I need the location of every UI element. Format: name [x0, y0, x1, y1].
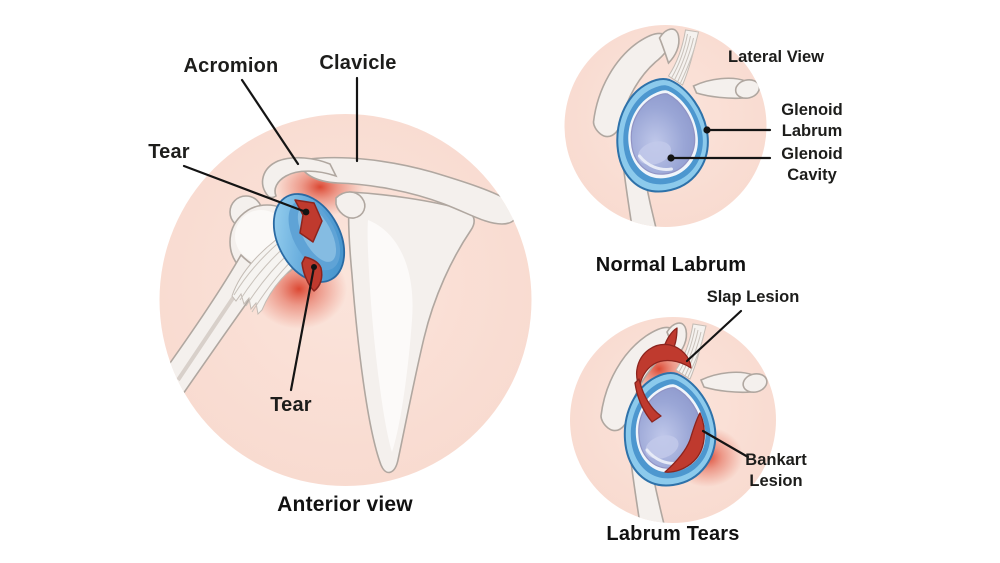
- acromion-leader-line: [240, 78, 300, 166]
- glenoid-labrum-label-line1: Glenoid: [781, 101, 843, 119]
- anterior-view-caption: Anterior view: [277, 493, 413, 516]
- labrum-tears-anatomy: [599, 321, 771, 523]
- clavicle-bone: [300, 156, 518, 225]
- bankart-lesion-leader-line: [701, 429, 750, 459]
- slap-lesion-label: Slap Lesion: [706, 288, 800, 306]
- tear-bottom-leader-line: [289, 265, 316, 392]
- anterior-anatomy: [159, 156, 518, 474]
- bankart-lesion-label-line2: Lesion: [749, 472, 803, 491]
- acromion-bone: [261, 156, 338, 199]
- leader-lines: [182, 76, 772, 459]
- tear-top-leader-line: [182, 164, 308, 214]
- bankart-lesion-label: Bankart Lesion: [745, 450, 806, 493]
- glenoid-cavity-label: Glenoid Cavity: [781, 144, 842, 187]
- lateral-view-title: Lateral View: [728, 48, 824, 66]
- scapula-highlight: [367, 220, 413, 452]
- clavicle-label: Clavicle: [319, 52, 397, 74]
- coracoid-knob: [335, 191, 366, 219]
- tear-top-label: Tear: [148, 141, 190, 163]
- tear-bottom-label: Tear: [270, 394, 312, 416]
- labrum-tears-caption: Labrum Tears: [606, 523, 740, 545]
- glenoid-cavity-label-line2: Cavity: [787, 166, 837, 185]
- slap-lesion-leader-line: [685, 309, 743, 363]
- bankart-lesion-label-line1: Bankart: [745, 451, 807, 469]
- glenoid-labrum-dot: [703, 126, 711, 134]
- tear-top-dot: [302, 208, 310, 216]
- acromion-label: Acromion: [183, 55, 279, 77]
- glenoid-labrum-label: Glenoid Labrum: [781, 100, 842, 143]
- normal-labrum-caption: Normal Labrum: [595, 254, 747, 276]
- slap-lesion-drip: [634, 378, 662, 423]
- leader-dots: [302, 126, 711, 270]
- tear-bottom-dot: [311, 264, 317, 270]
- glenoid-cavity-label-line1: Glenoid: [781, 145, 843, 163]
- glenoid-cavity-dot: [667, 154, 675, 162]
- bankart-lesion-shape: [664, 412, 705, 473]
- glenoid-labrum-label-line2: Labrum: [781, 122, 843, 141]
